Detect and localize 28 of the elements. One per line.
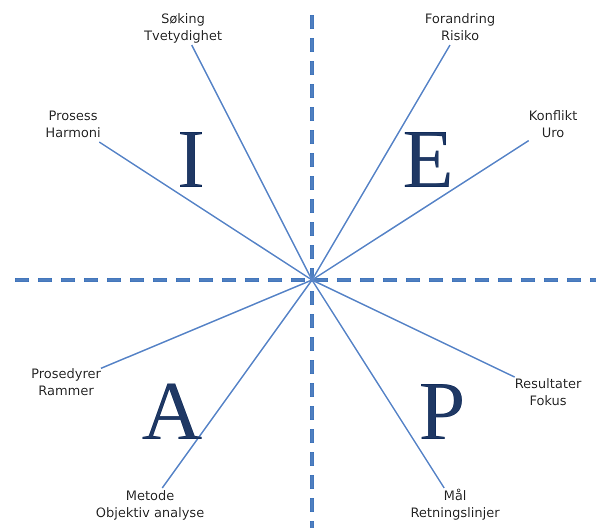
leader-line — [98, 141, 312, 281]
leader-line — [311, 44, 451, 280]
label-text: Objektiv analyse — [96, 505, 204, 522]
label-text: Mål — [442, 488, 468, 505]
label-text: Prosess — [48, 108, 98, 125]
leader-line — [190, 44, 313, 280]
label-text: Søking — [160, 11, 206, 28]
label-text: Prosedyrer — [31, 366, 101, 383]
label-text: Resultater — [514, 376, 582, 393]
leader-line — [311, 280, 445, 488]
label-text: Uro — [540, 125, 566, 142]
label-text: Rammer — [37, 383, 95, 400]
leader-line — [162, 280, 313, 488]
leader-line — [312, 140, 530, 281]
label-text: Forandring — [424, 11, 496, 28]
leader-line — [312, 279, 516, 378]
quadrant-letter: I — [177, 118, 205, 202]
label-text: Konflikt — [528, 108, 578, 125]
label-text: Harmoni — [45, 125, 101, 142]
quadrant-letter: E — [402, 118, 454, 202]
label-text: Tvetydighet — [144, 28, 222, 45]
leader-line — [100, 279, 312, 370]
label-text: Fokus — [528, 393, 568, 410]
quadrant-letter: A — [142, 370, 202, 454]
label-text: Metode — [124, 488, 176, 505]
label-text: Retningslinjer — [410, 505, 500, 522]
label-text: Risiko — [440, 28, 480, 45]
quadrant-letter: P — [418, 370, 466, 454]
